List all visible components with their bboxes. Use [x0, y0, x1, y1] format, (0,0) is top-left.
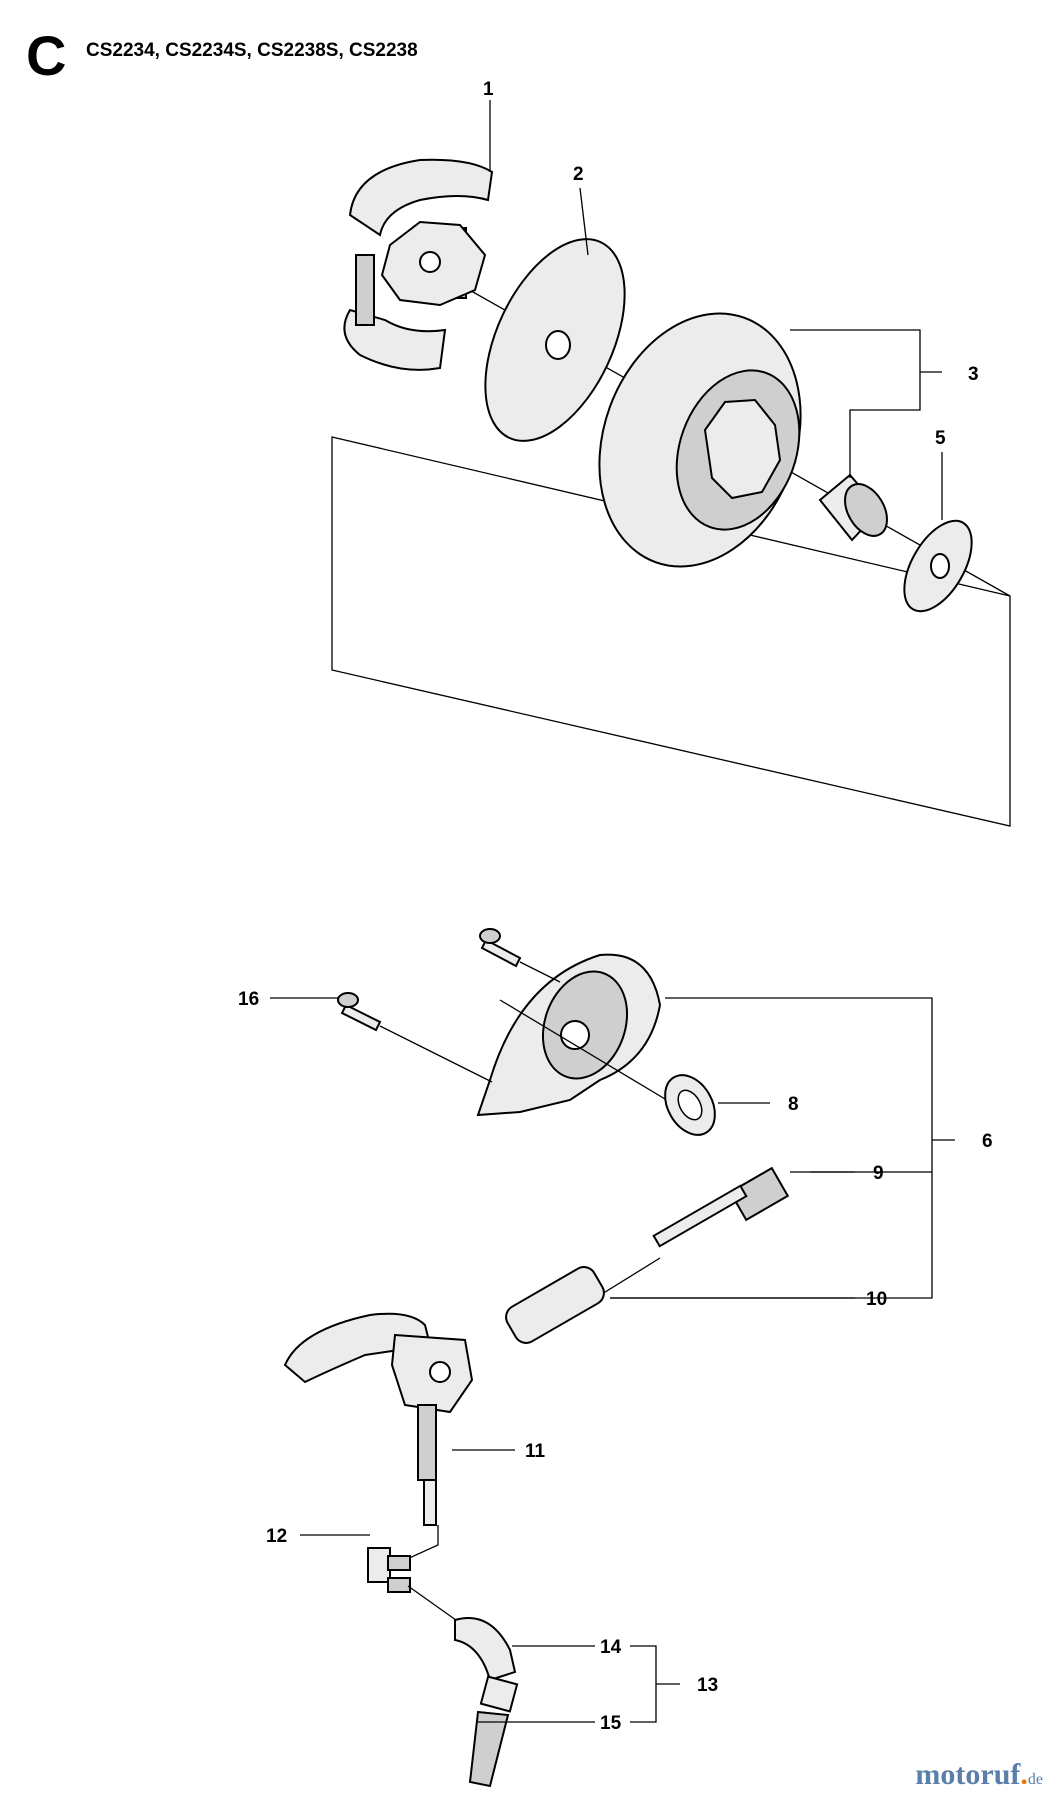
callout-12: 12 — [266, 1526, 287, 1547]
model-list: CS2234, CS2234S, CS2238S, CS2238 — [86, 40, 418, 61]
part-spring[interactable] — [655, 1066, 725, 1143]
leader-2 — [579, 187, 589, 256]
callout-6: 6 — [982, 1131, 993, 1152]
callout-5: 5 — [935, 428, 946, 449]
callout-10: 10 — [866, 1289, 887, 1310]
part-oil-filter[interactable] — [468, 1710, 510, 1788]
part-suction-hose[interactable] — [454, 1617, 519, 1713]
part-needle-bearing[interactable] — [818, 473, 896, 543]
watermark-logo: motoruf.de — [915, 1758, 1043, 1792]
watermark-tld: de — [1027, 1771, 1043, 1788]
callout-1: 1 — [483, 79, 494, 100]
leader-6 — [610, 997, 955, 1299]
assembly-frame — [331, 436, 1011, 827]
part-clutch[interactable] — [343, 158, 494, 371]
watermark-dot: . — [1020, 1758, 1028, 1791]
callout-14: 14 — [600, 1637, 622, 1658]
part-worm-gear[interactable] — [652, 1166, 790, 1248]
part-pump-sleeve[interactable] — [502, 1263, 609, 1348]
callout-16: 16 — [238, 989, 259, 1010]
callout-15: 15 — [600, 1713, 622, 1734]
callout-3: 3 — [968, 364, 979, 385]
callout-13: 13 — [697, 1675, 718, 1696]
leader-3 — [790, 329, 942, 478]
screw-upper-axis — [519, 961, 561, 983]
screw-lower-axis — [379, 1025, 493, 1083]
part-elbow-fitting[interactable] — [367, 1547, 411, 1593]
part-oil-pump-housing[interactable] — [476, 953, 662, 1117]
callout-9: 9 — [873, 1163, 884, 1184]
leader-13 — [630, 1645, 680, 1723]
section-letter: C — [26, 24, 67, 87]
watermark-brand: motoruf — [915, 1758, 1021, 1791]
callout-8: 8 — [788, 1094, 799, 1115]
part-washer[interactable] — [890, 510, 985, 623]
part-oil-lever[interactable] — [283, 1312, 474, 1526]
hose-line — [385, 1525, 439, 1561]
callout-11: 11 — [525, 1441, 546, 1462]
part-screw-upper[interactable] — [479, 928, 522, 968]
callout-2: 2 — [573, 164, 584, 185]
part-screw-lower[interactable] — [337, 992, 382, 1032]
part-clutch-drum[interactable] — [565, 285, 834, 595]
part-washer-disc[interactable] — [457, 218, 653, 463]
